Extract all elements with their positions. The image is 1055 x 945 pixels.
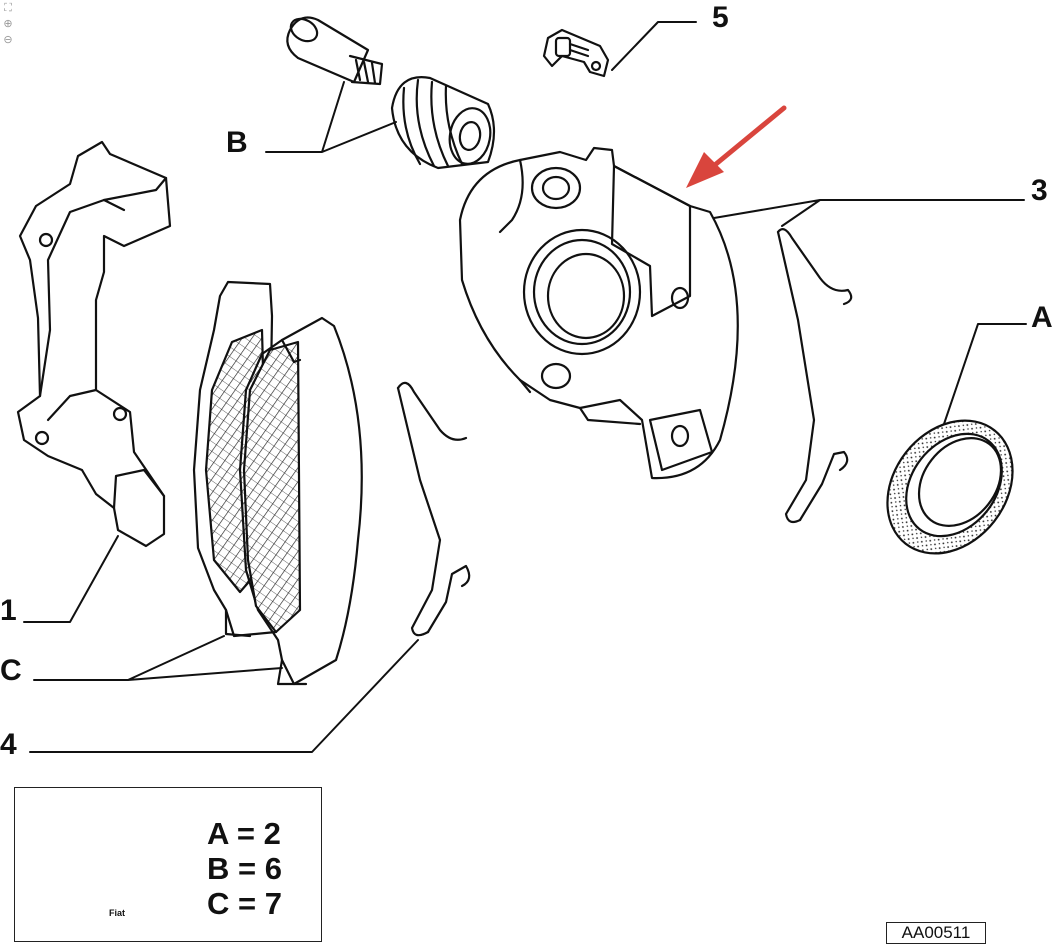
anti-rattle-spring-left-part-4	[396, 381, 471, 637]
guide-pin-part-b	[286, 16, 384, 86]
callout-label-5: 5	[712, 1, 729, 34]
callout-label-b: B	[226, 126, 248, 159]
leader-3	[713, 199, 1025, 227]
callout-label-1: 1	[0, 594, 17, 627]
callout-label-a: A	[1031, 301, 1053, 334]
viewer-toolbar: ⛶ ⊕ ⊖	[2, 2, 16, 50]
callout-label-4: 4	[0, 728, 17, 761]
leader-lines	[23, 21, 1027, 753]
carrier-bracket-part-1	[16, 140, 172, 548]
anti-rattle-spring-right-part-4	[776, 228, 853, 524]
leader-b	[265, 81, 397, 153]
legend-quantity-c: C = 7	[207, 886, 282, 921]
highlight-arrow	[686, 105, 787, 188]
piston-seal-part-a	[886, 419, 1014, 555]
quantity-legend: A = 2 B = 6 C = 7 Fiat Fiat	[14, 787, 322, 942]
legend-quantity-a: A = 2	[207, 816, 281, 851]
zoom-in-icon[interactable]: ⊕	[3, 18, 13, 30]
fit-icon[interactable]: ⛶	[4, 2, 12, 14]
bleed-screw-part-5	[542, 28, 610, 78]
callout-label-c: C	[0, 654, 22, 687]
rubber-boot-part-b	[390, 76, 496, 170]
grease-box-label: Fiat	[109, 908, 126, 918]
leader-5	[611, 21, 697, 71]
callout-label-3: 3	[1031, 174, 1048, 207]
caliper-body-part-3	[458, 146, 739, 480]
legend-quantity-b: B = 6	[207, 851, 282, 886]
leader-4	[29, 639, 419, 753]
outer-brake-pad-part-c	[238, 316, 363, 686]
zoom-out-icon[interactable]: ⊖	[3, 34, 13, 46]
figure-reference-code: AA00511	[886, 922, 986, 944]
leader-a	[943, 323, 1027, 425]
leader-1	[23, 535, 119, 623]
grease-tube-label: Fiat	[98, 846, 109, 864]
leader-c	[33, 635, 283, 681]
